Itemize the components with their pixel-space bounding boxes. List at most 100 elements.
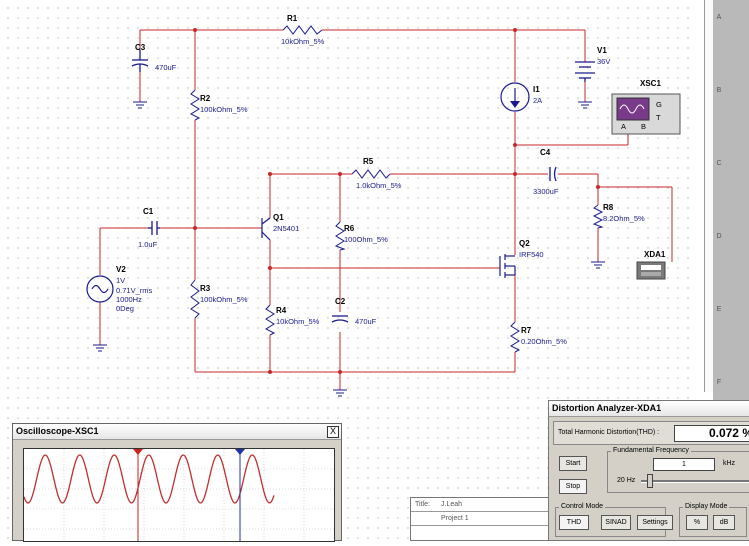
control-mode-label: Control Mode xyxy=(559,503,606,510)
r4-value: 10kOhm_5% xyxy=(276,317,320,326)
title-value: J.Leah xyxy=(441,501,463,508)
ruler-row-b: B xyxy=(716,87,722,94)
stop-button[interactable]: Stop xyxy=(559,479,587,494)
oscilloscope-screen[interactable] xyxy=(23,448,335,542)
cursor-1-marker-icon[interactable] xyxy=(133,449,143,455)
c3-ref: C3 xyxy=(135,43,146,52)
xsc1-pin-b: B xyxy=(641,122,646,131)
sine-trace xyxy=(23,454,275,504)
xda1-instrument[interactable] xyxy=(636,261,666,280)
db-mode-button[interactable]: dB xyxy=(713,515,735,530)
distortion-title: Distortion Analyzer-XDA1 xyxy=(552,403,662,413)
frequency-slider-thumb[interactable] xyxy=(647,474,653,488)
q2-mosfet-symbol[interactable] xyxy=(499,254,516,278)
percent-mode-button[interactable]: % xyxy=(686,515,708,530)
r7-symbol[interactable] xyxy=(509,321,521,353)
r7-value: 0.20Ohm_5% xyxy=(521,337,567,346)
xsc1-pin-g: G xyxy=(656,100,662,109)
r1-value: 10kOhm_5% xyxy=(281,37,325,46)
r3-ref: R3 xyxy=(200,284,211,293)
r4-symbol[interactable] xyxy=(264,304,276,336)
distortion-titlebar[interactable]: Distortion Analyzer-XDA1 xyxy=(549,401,749,417)
r6-symbol[interactable] xyxy=(334,221,346,251)
sinad-mode-button[interactable]: SINAD xyxy=(601,515,631,530)
ground-icons xyxy=(93,101,605,397)
r5-symbol[interactable] xyxy=(351,169,391,179)
project-row: Project 1 xyxy=(411,512,571,526)
v2-rms: 0.71V_rms xyxy=(116,286,153,295)
frequency-slider-track[interactable] xyxy=(641,480,749,483)
thd-value-display: 0.072 % xyxy=(674,425,749,442)
r6-ref: R6 xyxy=(344,224,355,233)
v1-battery-symbol[interactable] xyxy=(575,61,595,82)
c1-ref: C1 xyxy=(143,207,154,216)
start-button[interactable]: Start xyxy=(559,456,587,471)
distortion-analyzer-window[interactable]: Distortion Analyzer-XDA1 Total Harmonic … xyxy=(548,400,749,541)
c4-value: 3300uF xyxy=(533,187,559,196)
r5-value: 1.0kOhm_5% xyxy=(356,181,402,190)
project-value: Project 1 xyxy=(441,515,469,522)
ruler-row-d: D xyxy=(716,233,722,240)
c1-symbol[interactable] xyxy=(148,221,160,235)
v2-ac-source-symbol[interactable] xyxy=(86,275,114,303)
title-row: Title: J.Leah xyxy=(411,498,571,512)
schematic-canvas[interactable]: G T A B R1 10kOhm_5% C3 470uF V1 36V I1 … xyxy=(0,0,697,539)
junctions xyxy=(193,28,600,374)
ruler-row-c: C xyxy=(716,160,722,167)
r8-ref: R8 xyxy=(603,203,614,212)
oscilloscope-titlebar[interactable]: Oscilloscope-XSC1 X xyxy=(13,424,341,440)
c1-value: 1.0uF xyxy=(138,240,158,249)
q2-ref: Q2 xyxy=(519,239,530,248)
q1-value: 2N5401 xyxy=(273,224,299,233)
c4-symbol[interactable] xyxy=(549,166,557,182)
r3-symbol[interactable] xyxy=(190,279,200,319)
i1-current-source-symbol[interactable] xyxy=(500,82,530,112)
xsc1-instrument[interactable]: G T A B xyxy=(611,93,681,135)
display-mode-label: Display Mode xyxy=(683,503,730,510)
workspace-margin xyxy=(713,0,749,400)
r2-symbol[interactable] xyxy=(189,89,201,121)
frequency-input[interactable]: 1 xyxy=(653,458,715,471)
freq-group-label: Fundamental Frequency xyxy=(611,447,691,454)
v1-ref: V1 xyxy=(597,46,607,55)
i1-value: 2A xyxy=(533,96,542,105)
c2-ref: C2 xyxy=(335,297,346,306)
slider-min-label: 20 Hz xyxy=(617,477,636,484)
r4-ref: R4 xyxy=(276,306,287,315)
r8-value: 8.2Ohm_5% xyxy=(603,214,645,223)
c3-symbol[interactable] xyxy=(131,50,149,72)
v1-value: 36V xyxy=(597,57,610,66)
c2-value: 470uF xyxy=(355,317,377,326)
r2-value: 100kOhm_5% xyxy=(200,105,248,114)
ruler-row-e: E xyxy=(716,306,722,313)
c4-ref: C4 xyxy=(540,148,551,157)
xsc1-pin-a: A xyxy=(621,122,626,131)
v2-ref: V2 xyxy=(116,265,126,274)
q1-ref: Q1 xyxy=(273,213,284,222)
title-key: Title: xyxy=(415,501,430,508)
c2-symbol[interactable] xyxy=(331,315,349,323)
v2-freq: 1000Hz xyxy=(116,295,142,304)
xsc1-ref: XSC1 xyxy=(640,79,661,88)
q1-transistor-symbol[interactable] xyxy=(261,217,271,241)
cursor-2-marker-icon[interactable] xyxy=(235,449,245,455)
ruler-row-a: A xyxy=(716,14,722,21)
title-block: Title: J.Leah Project 1 xyxy=(410,497,572,541)
oscilloscope-trace xyxy=(23,449,334,541)
wires xyxy=(99,29,673,390)
v2-amp: 1V xyxy=(116,276,125,285)
r1-symbol[interactable] xyxy=(282,25,323,35)
settings-button[interactable]: Settings xyxy=(637,515,673,530)
r1-ref: R1 xyxy=(287,14,298,23)
oscilloscope-title: Oscilloscope-XSC1 xyxy=(16,426,99,436)
r8-symbol[interactable] xyxy=(592,204,604,229)
oscilloscope-window[interactable]: Oscilloscope-XSC1 X xyxy=(12,423,342,542)
thd-mode-button[interactable]: THD xyxy=(559,515,589,530)
thd-label: Total Harmonic Distortion(THD) : xyxy=(558,429,660,436)
q2-value: IRF540 xyxy=(519,250,544,259)
r2-ref: R2 xyxy=(200,94,211,103)
r7-ref: R7 xyxy=(521,326,532,335)
xda1-ref: XDA1 xyxy=(644,250,666,259)
close-icon[interactable]: X xyxy=(327,426,339,438)
r6-value: 100Ohm_5% xyxy=(344,235,388,244)
